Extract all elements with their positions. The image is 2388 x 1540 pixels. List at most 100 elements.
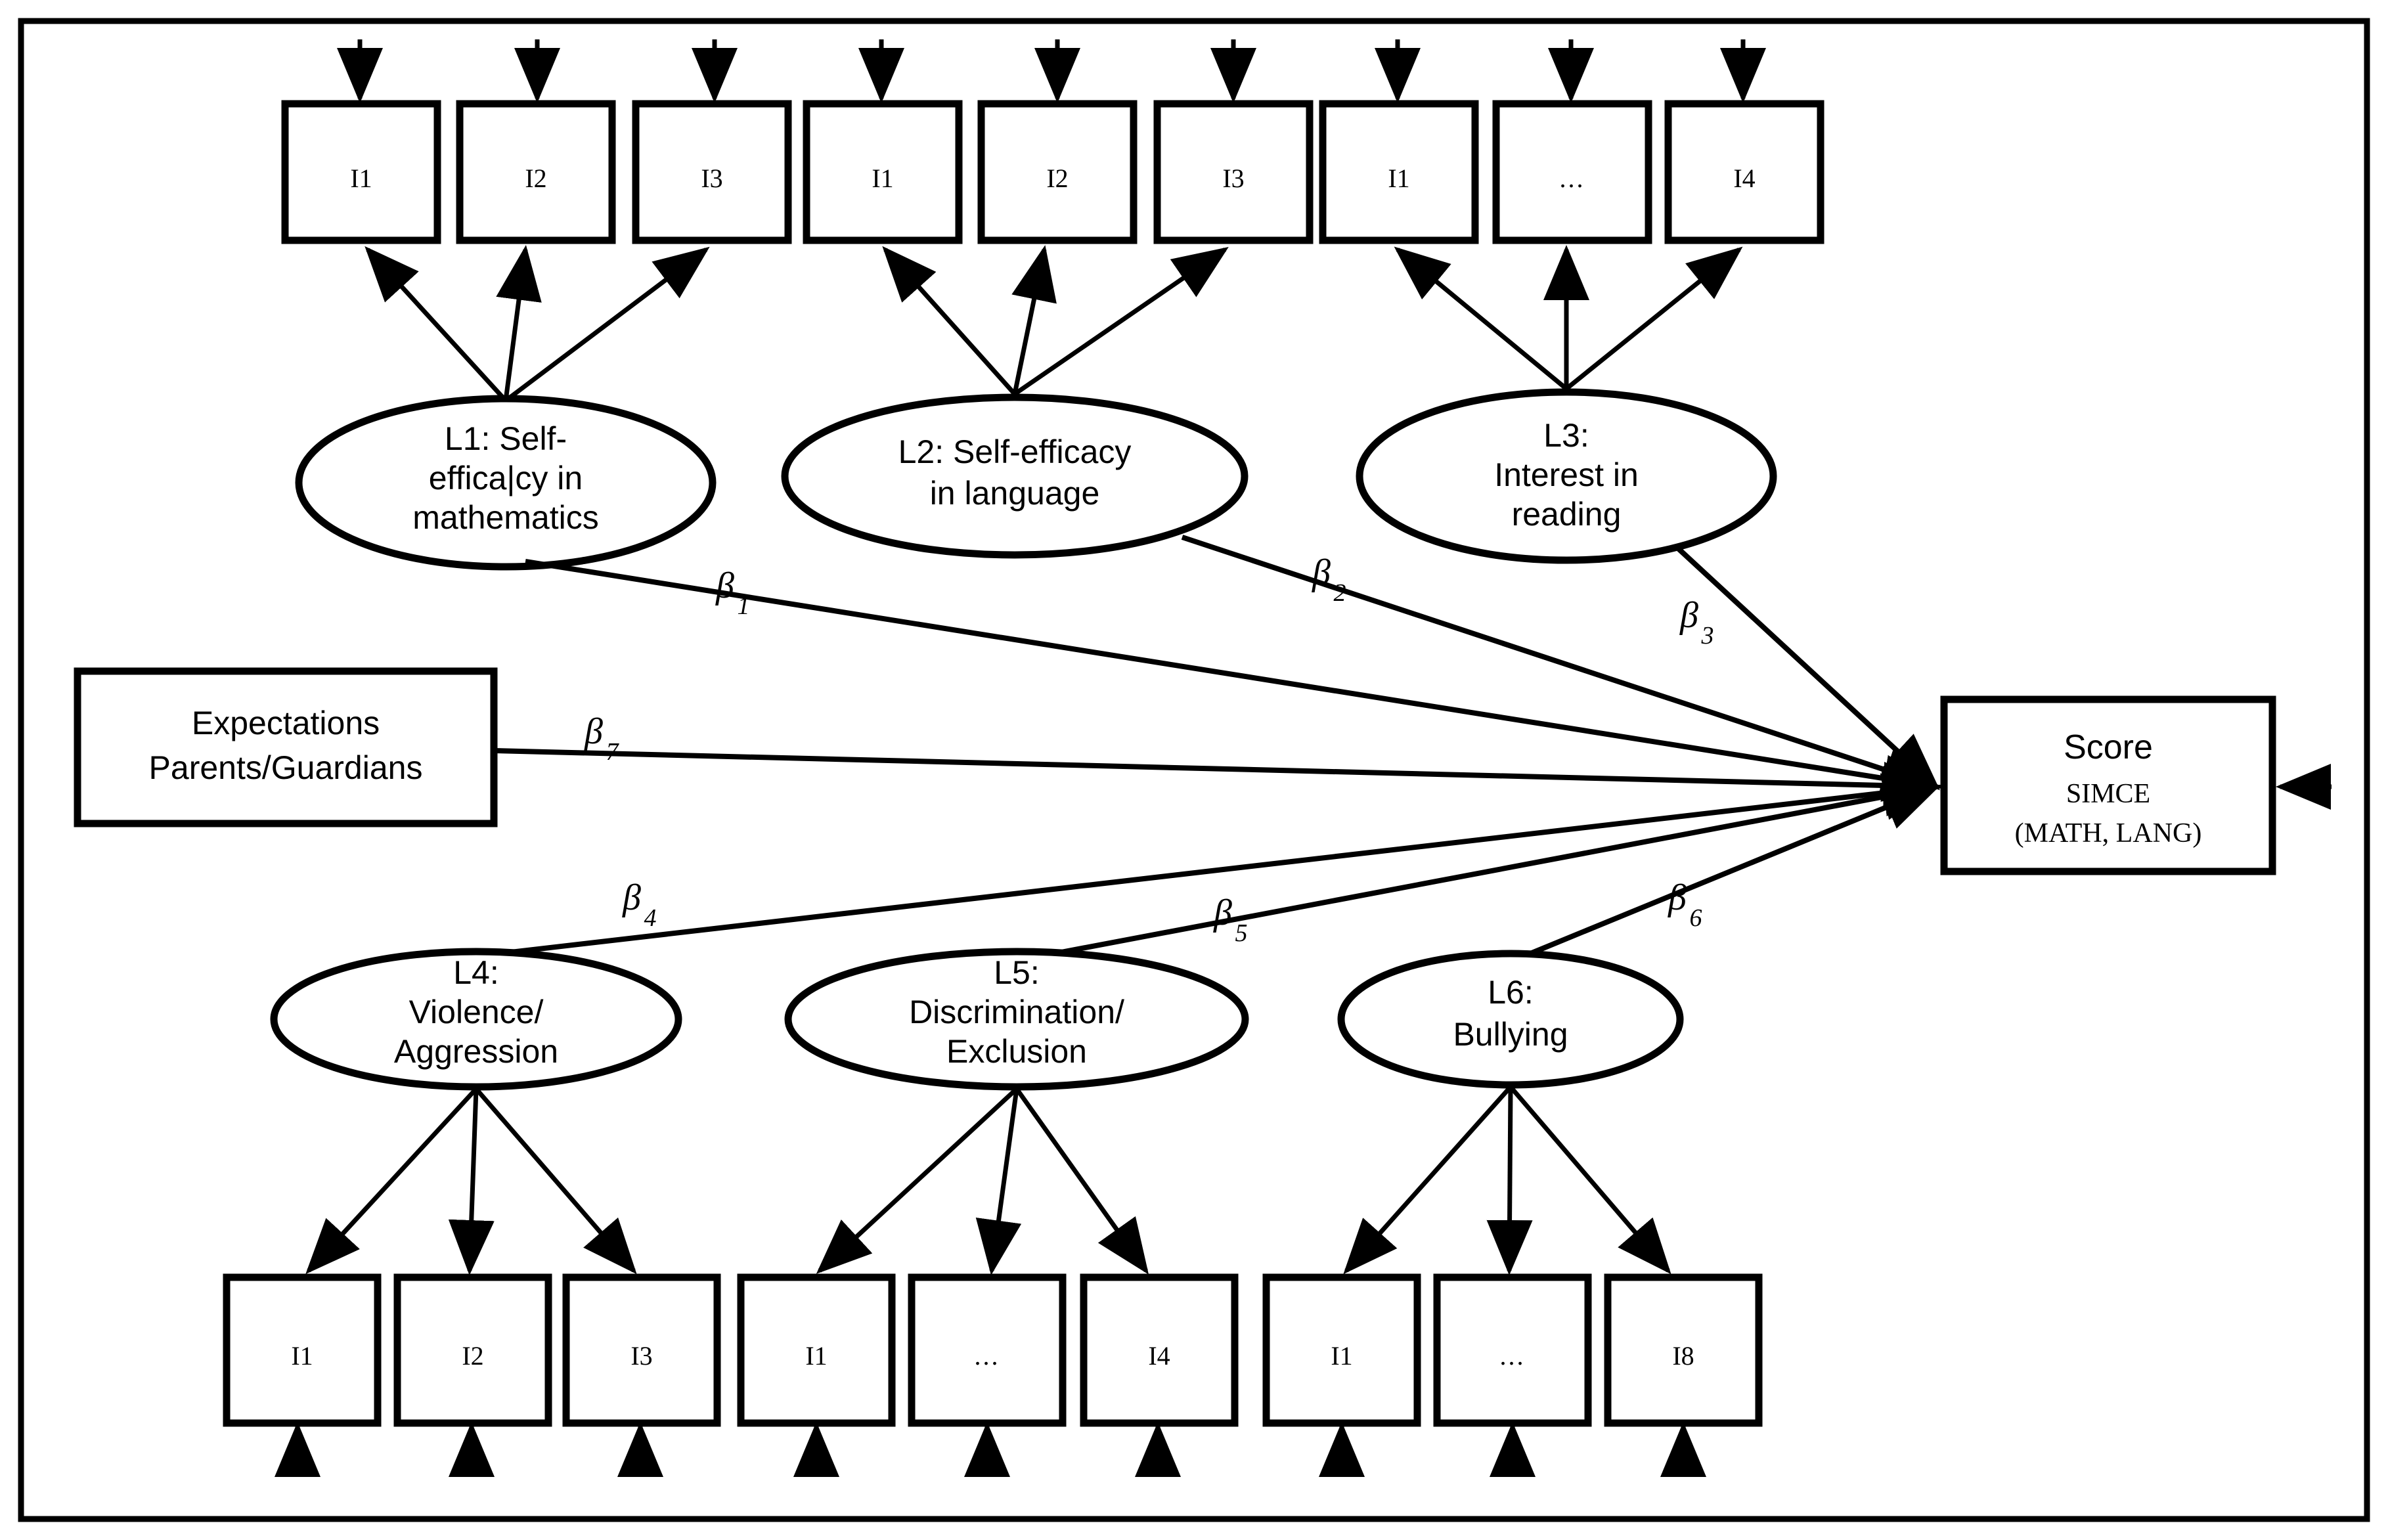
structural-paths — [493, 535, 1941, 956]
indicator-box-bottom-1[interactable]: I2 — [393, 1273, 552, 1427]
svg-text:7: 7 — [606, 738, 620, 766]
latent-label-line1: L3: — [1543, 417, 1589, 454]
latent-L5[interactable]: L5: Discrimination/ Exclusion — [784, 948, 1249, 1091]
residual-arrows-top — [337, 39, 1766, 103]
latent-L3[interactable]: L3: Interest in reading — [1356, 388, 1777, 564]
beta-label-5: β 5 — [1213, 892, 1248, 947]
beta-label-3: β 3 — [1679, 595, 1714, 649]
path-beta7 — [493, 748, 1941, 809]
latent-label-line2: Violence/ — [409, 994, 544, 1030]
indicator-box-bottom-5[interactable]: I4 — [1080, 1273, 1239, 1427]
path-beta4 — [498, 769, 1941, 956]
indicator-box-top-2[interactable]: I3 — [632, 100, 792, 244]
indicator-label: I3 — [1222, 164, 1244, 193]
path-beta1 — [525, 559, 1941, 802]
latent-label-line3: Aggression — [394, 1033, 558, 1070]
indicator-box-bottom-2[interactable]: I3 — [562, 1273, 721, 1427]
indicator-label: I8 — [1672, 1341, 1694, 1371]
beta-label-4: β 4 — [622, 877, 657, 932]
indicator-label: I3 — [701, 164, 722, 193]
svg-text:β: β — [1668, 877, 1687, 918]
latent-label-line3: Exclusion — [946, 1033, 1087, 1070]
svg-text:1: 1 — [738, 592, 750, 620]
indicator-box-bottom-6[interactable]: I1 — [1262, 1273, 1421, 1427]
svg-text:3: 3 — [1701, 622, 1714, 649]
indicator-label: I1 — [805, 1341, 827, 1371]
indicator-label: I1 — [350, 164, 372, 193]
path-beta6 — [1529, 784, 1941, 956]
beta-labels: β 1 β 2 β 3 β 7 β 4 β 5 β 6 — [584, 552, 1714, 947]
residual-arrows-bottom — [275, 1422, 1706, 1477]
latent-label-line3: mathematics — [412, 499, 598, 536]
svg-text:6: 6 — [1690, 904, 1702, 932]
beta-label-6: β 6 — [1668, 877, 1702, 932]
indicator-label: I3 — [630, 1341, 652, 1371]
observed-box-line2: Parents/Guardians — [149, 749, 423, 786]
latent-L6[interactable]: L6: Bullying — [1337, 950, 1684, 1089]
svg-text:β: β — [715, 565, 734, 606]
path-beta5 — [1053, 773, 1941, 956]
indicator-label: I2 — [525, 164, 546, 193]
svg-text:5: 5 — [1235, 919, 1248, 947]
latent-label-line2: Bullying — [1453, 1016, 1568, 1053]
indicator-label: I1 — [291, 1341, 313, 1371]
diagram-border — [18, 18, 2370, 1522]
indicator-label: I4 — [1733, 164, 1755, 193]
latent-label-line1: L5: — [994, 954, 1040, 991]
indicator-box-bottom-0[interactable]: I1 — [223, 1273, 382, 1427]
latent-L1[interactable]: L1: Self- effica|cy in mathematics — [295, 395, 717, 571]
svg-text:β: β — [1679, 595, 1698, 636]
latent-label-line2: in language — [930, 475, 1100, 512]
indicator-box-top-7[interactable]: ... — [1492, 100, 1652, 244]
score-title: Score — [2064, 728, 2153, 766]
indicator-box-top-8[interactable]: I4 — [1664, 100, 1824, 244]
indicator-label: I1 — [1331, 1341, 1352, 1371]
latent-label-line3: reading — [1512, 496, 1622, 533]
indicator-label: I1 — [872, 164, 893, 193]
loading-arrows-top — [365, 245, 1743, 403]
score-domains: (MATH, LANG) — [2015, 818, 2202, 848]
indicator-box-top-0[interactable]: I1 — [281, 100, 441, 244]
latent-label-line1: L4: — [453, 954, 499, 991]
latent-L4[interactable]: L4: Violence/ Aggression — [270, 948, 682, 1091]
indicator-label: I4 — [1148, 1341, 1170, 1371]
indicator-row-bottom: I1 I2 I3 I1 ... I4 I1 ... — [223, 1273, 1763, 1427]
svg-text:β: β — [584, 711, 603, 752]
svg-text:β: β — [622, 877, 641, 918]
indicator-box-top-3[interactable]: I1 — [803, 100, 963, 244]
score-subtitle: SIMCE — [2066, 779, 2150, 809]
indicator-box-bottom-3[interactable]: I1 — [737, 1273, 896, 1427]
beta-label-7: β 7 — [584, 711, 620, 766]
outcome-box-score[interactable]: Score SIMCE (MATH, LANG) — [1940, 695, 2276, 875]
observed-box-line1: Expectations — [192, 705, 380, 741]
indicator-label: I1 — [1388, 164, 1409, 193]
svg-text:4: 4 — [644, 904, 657, 932]
indicator-box-top-1[interactable]: I2 — [456, 100, 616, 244]
latent-label-line2: Discrimination/ — [909, 994, 1124, 1030]
indicator-label: ... — [1500, 1341, 1526, 1371]
latent-label-line1: L6: — [1488, 974, 1534, 1011]
indicator-box-top-6[interactable]: I1 — [1319, 100, 1479, 244]
indicator-box-bottom-7[interactable]: ... — [1433, 1273, 1592, 1427]
beta-label-2: β 2 — [1312, 552, 1346, 607]
svg-text:2: 2 — [1334, 579, 1346, 607]
indicator-label: ... — [1560, 164, 1585, 193]
observed-box-expectations[interactable]: Expectations Parents/Guardians — [74, 667, 498, 827]
svg-text:β: β — [1213, 892, 1232, 933]
latent-label-line2: effica|cy in — [429, 460, 583, 496]
indicator-label: I2 — [462, 1341, 483, 1371]
latent-L2[interactable]: L2: Self-efficacy in language — [781, 393, 1249, 559]
indicator-row-top: I1 I2 I3 I1 I2 I3 I1 ... — [281, 100, 1824, 244]
path-beta2 — [1181, 535, 1941, 793]
indicator-box-bottom-4[interactable]: ... — [908, 1273, 1067, 1427]
latent-label-line1: L2: Self-efficacy — [898, 433, 1132, 470]
indicator-label: I2 — [1046, 164, 1068, 193]
indicator-box-top-4[interactable]: I2 — [977, 100, 1138, 244]
loading-arrows-bottom — [305, 1085, 1671, 1275]
svg-text:β: β — [1312, 552, 1331, 593]
indicator-box-top-5[interactable]: I3 — [1153, 100, 1314, 244]
beta-label-1: β 1 — [715, 565, 750, 620]
indicator-box-bottom-8[interactable]: I8 — [1604, 1273, 1763, 1427]
